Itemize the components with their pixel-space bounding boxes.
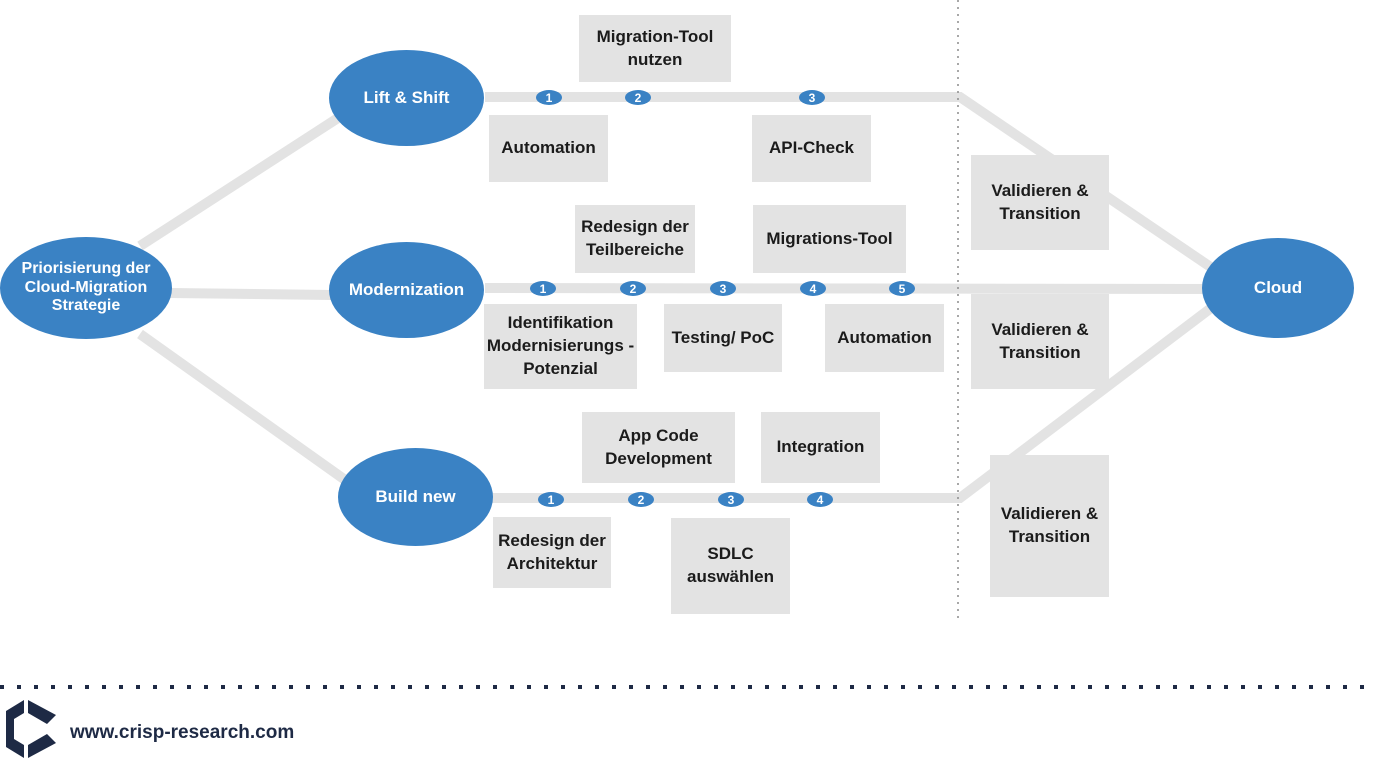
- task-label: Automation: [501, 138, 596, 158]
- step-badge: 2: [625, 90, 651, 105]
- validate-build-new: Validieren & Transition: [990, 455, 1109, 597]
- task-label: Migrations-Tool: [766, 228, 893, 248]
- task-label: Integration: [776, 437, 865, 457]
- step-number: 4: [816, 492, 824, 507]
- step-badge: 2: [628, 492, 654, 507]
- step-badge: 1: [538, 492, 564, 507]
- task-automation-2: Automation: [825, 304, 944, 372]
- step-number: 2: [629, 281, 637, 296]
- modernization-label: Modernization: [348, 280, 465, 300]
- lift-shift-label: Lift & Shift: [363, 88, 450, 108]
- task-label: API-Check: [768, 138, 855, 158]
- step-number: 4: [809, 281, 817, 296]
- step-number: 1: [545, 90, 553, 105]
- validate-lift-shift: Validieren & Transition: [971, 155, 1109, 250]
- task-label: SDLC auswählen: [687, 544, 774, 586]
- validate-label: Validieren & Transition: [991, 180, 1089, 223]
- task-automation: Automation: [489, 115, 608, 182]
- cloud-node: Cloud: [1202, 238, 1354, 338]
- step-number: 2: [634, 90, 642, 105]
- validate-label: Validieren & Transition: [1000, 504, 1099, 546]
- task-migrations-tool: Migrations-Tool: [753, 205, 906, 273]
- task-sdlc: SDLC auswählen: [671, 518, 790, 614]
- build-new-node: Build new: [338, 448, 493, 546]
- task-label: Automation: [837, 327, 932, 347]
- modernization-node: Modernization: [329, 242, 484, 338]
- task-label: Identifikation Modernisierungs -Potenzia…: [486, 313, 635, 378]
- build-new-label: Build new: [375, 487, 456, 507]
- step-number: 2: [637, 492, 645, 507]
- task-label: Redesign der Teilbereiche: [581, 217, 689, 259]
- step-number: 1: [547, 492, 555, 507]
- step-badge: 1: [530, 281, 556, 296]
- task-migration-tool: Migration-Tool nutzen: [579, 15, 731, 82]
- step-badge: 1: [536, 90, 562, 105]
- validate-modernization: Validieren & Transition: [971, 294, 1109, 389]
- task-integration: Integration: [761, 412, 880, 483]
- task-label: Testing/ PoC: [671, 327, 775, 347]
- step-number: 3: [719, 281, 727, 296]
- lift-shift-node: Lift & Shift: [329, 50, 484, 146]
- task-testing-poc: Testing/ PoC: [664, 304, 782, 372]
- source-label: Priorisierung der Cloud-Migration Strate…: [21, 260, 151, 315]
- step-badge: 4: [807, 492, 833, 507]
- cloud-label: Cloud: [1253, 278, 1303, 298]
- crisp-logo-icon: [6, 700, 56, 758]
- footer-url: www.crisp-research.com: [70, 722, 295, 743]
- step-badge: 5: [889, 281, 915, 296]
- task-api-check: API-Check: [752, 115, 871, 182]
- step-number: 3: [808, 90, 816, 105]
- step-number: 3: [727, 492, 735, 507]
- source-node: Priorisierung der Cloud-Migration Strate…: [0, 237, 172, 339]
- step-badge: 3: [799, 90, 825, 105]
- step-number: 1: [539, 281, 547, 296]
- task-identifikation: Identifikation Modernisierungs -Potenzia…: [484, 304, 637, 389]
- step-badge: 2: [620, 281, 646, 296]
- step-badge: 3: [718, 492, 744, 507]
- step-badge: 4: [800, 281, 826, 296]
- step-number: 5: [898, 281, 906, 296]
- validate-label: Validieren & Transition: [991, 319, 1089, 362]
- task-label: Migration-Tool nutzen: [596, 26, 714, 69]
- step-badge: 3: [710, 281, 736, 296]
- task-redesign-architektur: Redesign der Architektur: [493, 517, 611, 588]
- task-app-code: App Code Development: [582, 412, 735, 483]
- task-label: App Code Development: [605, 425, 712, 468]
- task-redesign-teilbereiche: Redesign der Teilbereiche: [575, 205, 695, 273]
- task-label: Redesign der Architektur: [498, 530, 606, 573]
